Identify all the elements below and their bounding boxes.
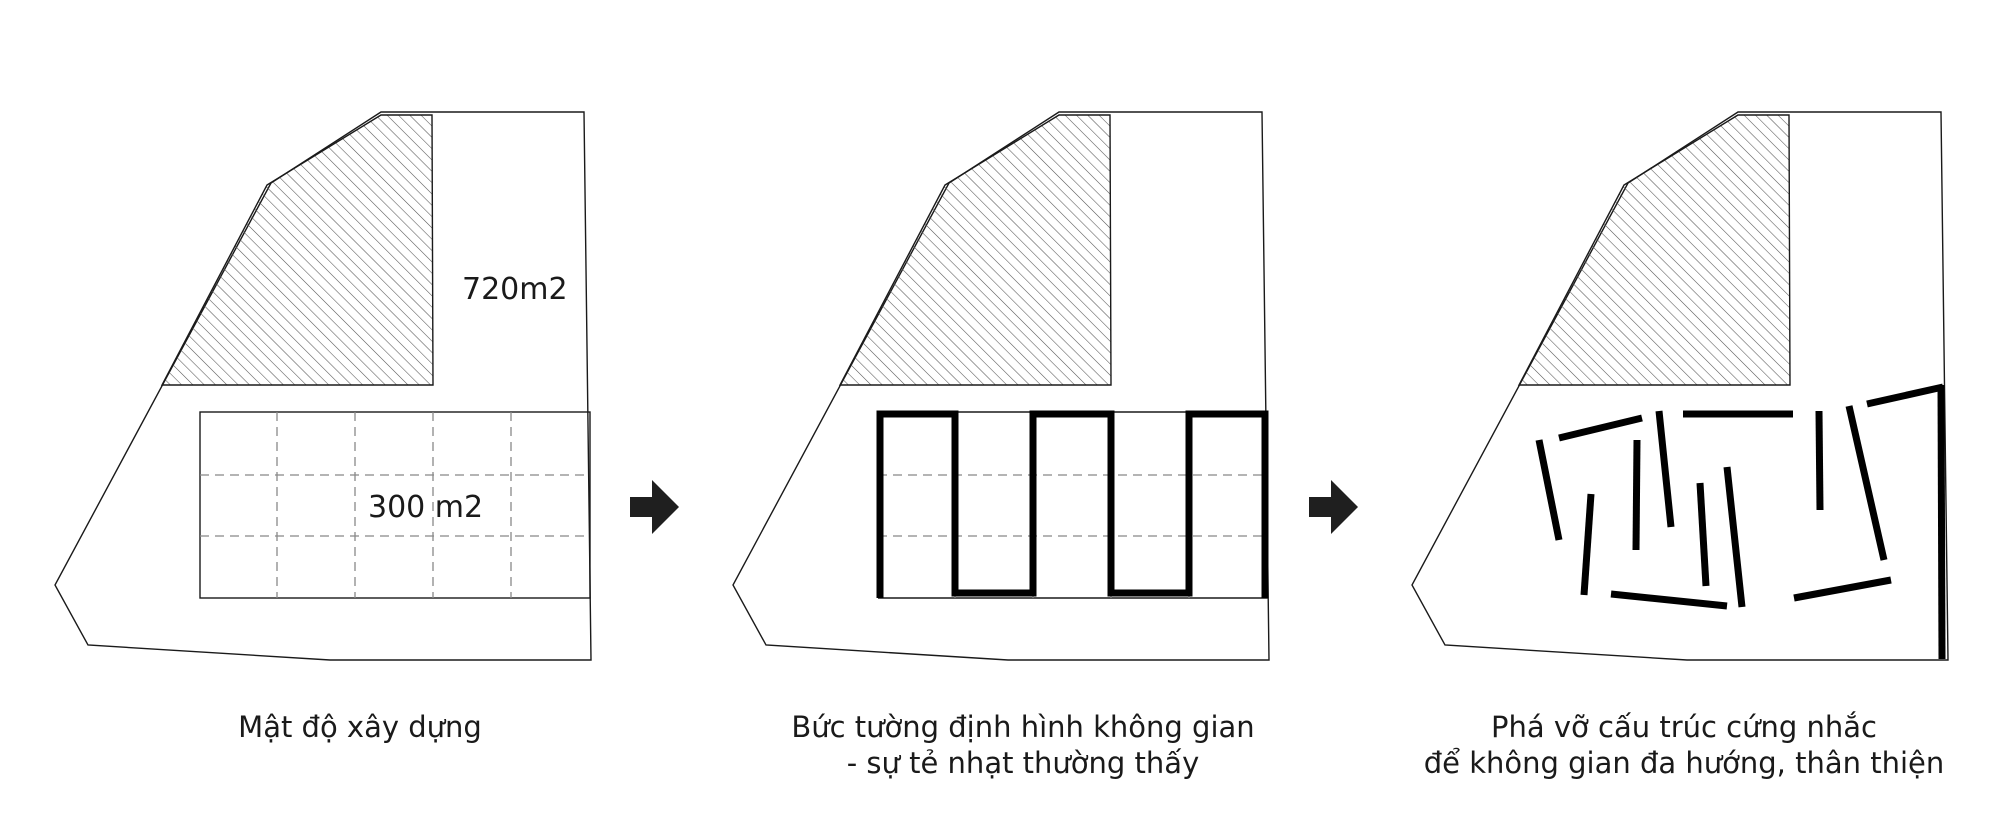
wall-segment [1815, 410, 1824, 511]
wall-segment [1610, 590, 1728, 610]
right-arrow-icon [630, 480, 679, 534]
wall-segment [1632, 439, 1641, 551]
panel-caption-3: Phá vỡ cấu trúc cứng nhắc [1491, 710, 1877, 744]
footprint-area-label: 300 m2 [368, 490, 483, 525]
wall-segment [1723, 466, 1746, 608]
wall-segment [1937, 384, 1946, 660]
site-area-label: 720m2 [462, 272, 568, 307]
panel-walls-define-space: Bức tường định hình không gian - sự tẻ n… [732, 111, 1270, 780]
panel-caption-3-line2: để không gian đa hướng, thân thiện [1424, 746, 1945, 780]
panel-building-density: 720m2 300 m2 Mật độ xây dựng [54, 111, 592, 744]
panel-break-rigid-structure: Phá vỡ cấu trúc cứng nhắc để không gian … [1411, 111, 1949, 780]
scattered-walls [1535, 383, 1946, 660]
panel-caption-2-line2: - sự tẻ nhạt thường thấy [847, 746, 1200, 780]
wall-segment [1696, 482, 1710, 587]
right-arrow-icon [1309, 480, 1358, 534]
meander-wall [876, 410, 1269, 598]
panel-caption-2: Bức tường định hình không gian [791, 710, 1254, 744]
wall-segment [1866, 383, 1944, 408]
existing-building-hatched [839, 114, 1112, 386]
wall-segment [1793, 576, 1892, 602]
panel-caption-1: Mật độ xây dựng [238, 710, 482, 744]
footprint-rect [199, 411, 591, 599]
existing-building-hatched [161, 114, 434, 386]
wall-segment [1655, 410, 1675, 528]
existing-building-hatched [1518, 114, 1791, 386]
wall-segment [1535, 439, 1563, 541]
wall-segment [1580, 493, 1595, 596]
wall-segment [1558, 414, 1643, 442]
footprint-grid [877, 411, 1269, 599]
wall-segment [1845, 405, 1888, 561]
